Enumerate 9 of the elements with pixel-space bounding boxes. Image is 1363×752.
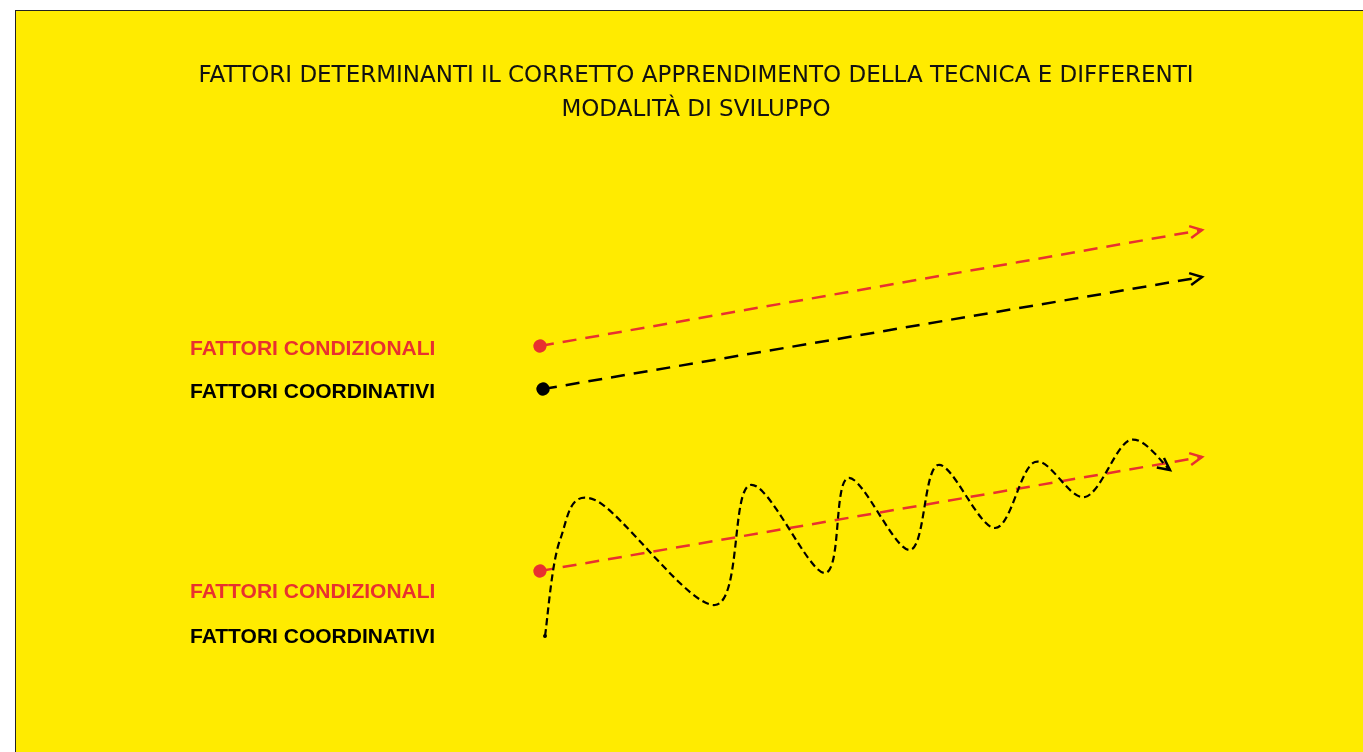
title: FATTORI DETERMINANTI IL CORRETTO APPRENDIMENTO DELLA TECNICA E DIFFERENTI MODALITÀ DI SVILUPPO	[197, 60, 1195, 123]
factor-label: FATTORI COORDINATIVI	[190, 623, 546, 649]
factor-label: FATTORI CONDIZIONALI	[190, 578, 541, 604]
arrow	[536, 271, 1204, 396]
factor-label: FATTORI COORDINATIVI	[190, 378, 544, 404]
arrow	[533, 451, 1204, 578]
wavy-arrow	[543, 438, 1172, 638]
factor-label: FATTORI CONDIZIONALI	[190, 335, 541, 361]
arrow	[533, 224, 1204, 353]
